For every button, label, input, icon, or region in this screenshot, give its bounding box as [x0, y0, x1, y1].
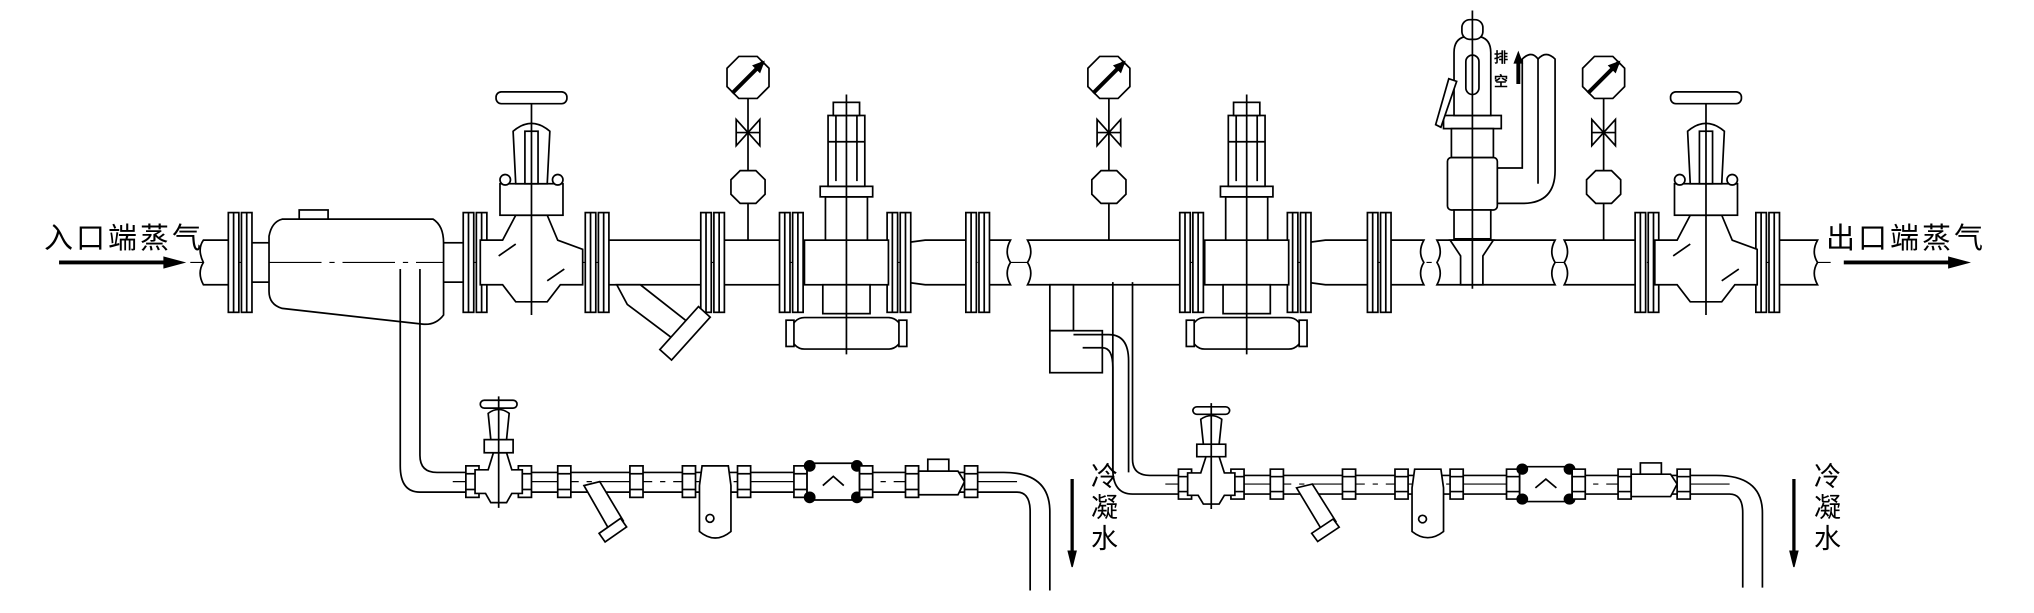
pressure-gauge-1-icon — [725, 54, 771, 243]
condensate-label-left: 冷凝水 — [1086, 462, 1117, 555]
condensate-down-arrow-left-icon — [1067, 478, 1077, 568]
vent-label: 排空 — [1492, 50, 1508, 98]
pressure-gauge-2-icon — [1085, 54, 1132, 243]
vent-up-arrow-icon — [1513, 50, 1524, 84]
condensate-label-right: 冷凝水 — [1809, 462, 1840, 555]
condensate-line-left — [400, 269, 1050, 591]
safety-valve — [1434, 10, 1556, 289]
y-strainer — [615, 283, 712, 362]
pressure-gauge-3-icon — [1580, 54, 1627, 243]
steam-separator — [268, 209, 445, 326]
inlet-globe-valve — [479, 91, 584, 316]
outlet-steam-label: 出口端蒸气 — [1826, 221, 1987, 255]
main-pipe — [199, 239, 1819, 286]
piping-layout — [59, 10, 1971, 591]
inlet-arrow-icon — [59, 256, 187, 269]
condensate-down-arrow-right-icon — [1789, 478, 1799, 568]
outlet-arrow-icon — [1843, 256, 1971, 269]
drain-pocket — [1048, 283, 1130, 473]
outlet-globe-valve — [1653, 91, 1759, 316]
inlet-steam-label: 入口端蒸气 — [44, 221, 205, 255]
